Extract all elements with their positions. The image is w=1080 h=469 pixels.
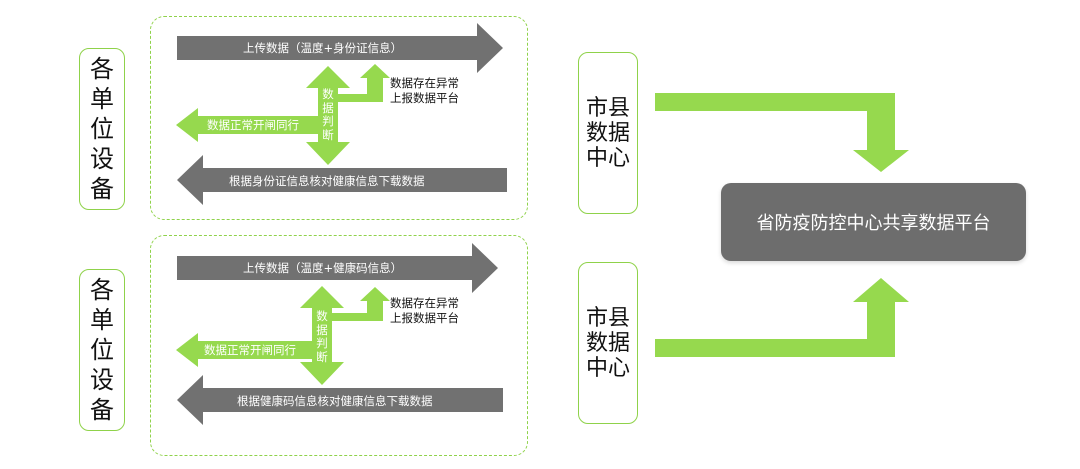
upload-label: 上传数据（温度+身份证信息） xyxy=(243,41,403,55)
city-to-platform-arrow-bottom xyxy=(655,278,909,357)
judge-double-arrow xyxy=(300,286,344,385)
provincial-platform-label: 省防疫防控中心共享数据平台 xyxy=(756,213,991,234)
abnormal-label-line-2: 上报数据平台 xyxy=(390,311,459,325)
abnormal-branch-arrow xyxy=(332,287,390,321)
abnormal-label-line-1: 数据存在异常 xyxy=(390,76,459,90)
provincial-platform-box: 省防疫防控中心共享数据平台 xyxy=(721,183,1026,261)
device-label: 各单位设备 xyxy=(90,55,114,203)
city-to-platform-arrow-top xyxy=(655,93,909,172)
abnormal-label-line-2: 上报数据平台 xyxy=(390,91,459,105)
normal-label: 数据正常开闸同行 xyxy=(207,118,299,132)
device-box: 各单位设备 xyxy=(79,48,125,210)
upload-arrow xyxy=(177,23,503,73)
city-data-center-box: 市县数据中心 xyxy=(578,52,638,214)
abnormal-label-line-1: 数据存在异常 xyxy=(390,296,459,310)
upload-label: 上传数据（温度+健康码信息） xyxy=(243,261,403,275)
normal-label: 数据正常开闸同行 xyxy=(204,343,296,357)
upload-arrow xyxy=(177,243,498,293)
device-label: 各单位设备 xyxy=(90,276,114,424)
judge-label: 数据判断 xyxy=(322,87,334,142)
device-box: 各单位设备 xyxy=(79,269,125,431)
normal-branch-arrow xyxy=(176,108,318,142)
download-label: 根据身份证信息核对健康信息下载数据 xyxy=(229,174,425,188)
city-data-center-box: 市县数据中心 xyxy=(578,262,638,424)
judge-double-arrow xyxy=(306,66,350,165)
judge-label: 数据判断 xyxy=(316,309,328,364)
normal-branch-arrow xyxy=(176,333,312,367)
download-label: 根据健康码信息核对健康信息下载数据 xyxy=(237,394,433,408)
download-arrow xyxy=(177,155,507,205)
city-data-center-label: 市县数据中心 xyxy=(585,95,630,171)
device-group-2 xyxy=(150,235,528,456)
download-arrow xyxy=(177,375,503,425)
city-data-center-label: 市县数据中心 xyxy=(585,305,630,381)
abnormal-branch-arrow xyxy=(338,64,390,102)
device-group-1 xyxy=(150,16,528,220)
